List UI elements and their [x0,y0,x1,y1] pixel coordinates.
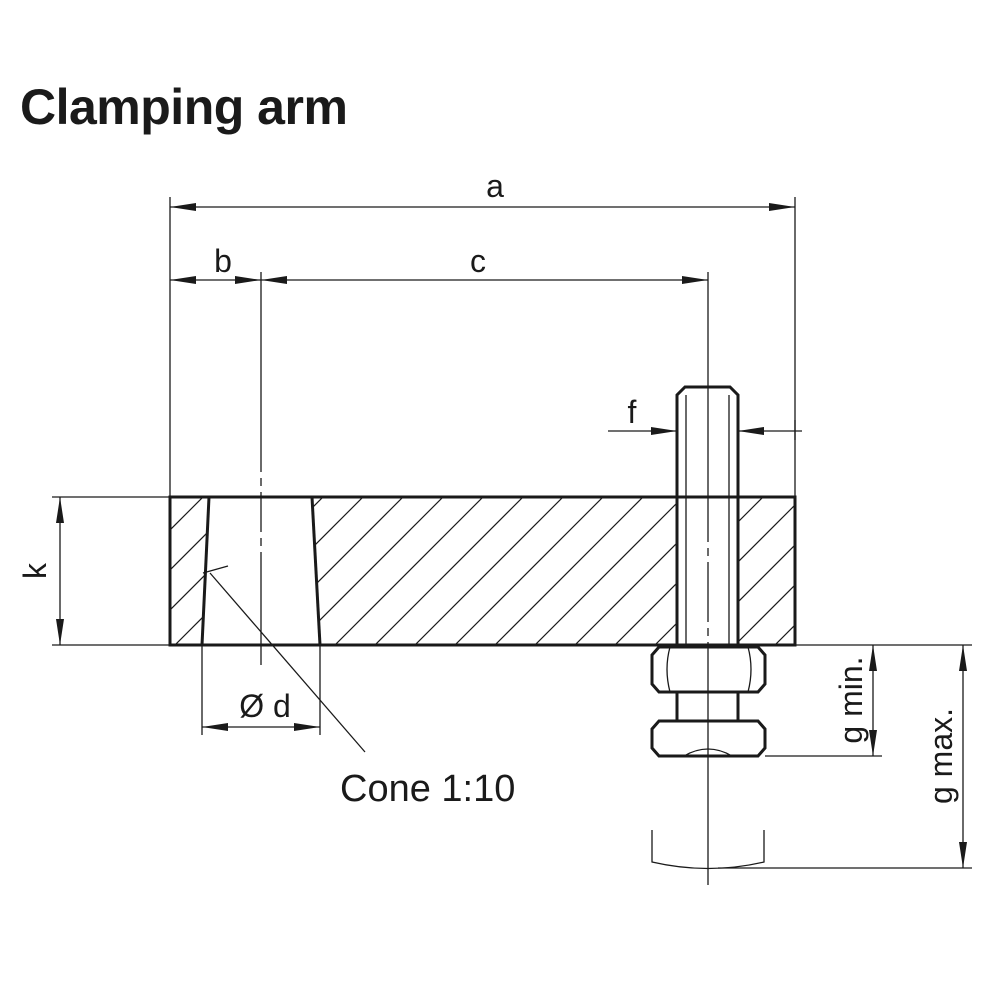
dimension-label-g-min: g min. [833,656,869,743]
center-lines [260,272,709,885]
extension-lines [52,197,972,869]
dimension-label-d: Ø d [239,688,291,724]
section-hatching [170,497,795,645]
cone-label: Cone 1:10 [340,768,515,810]
dimension-label-b: b [214,243,232,279]
dimension-label-a: a [486,168,504,204]
arm-body [168,495,797,647]
dimension-label-f: f [628,394,637,430]
dimension-label-g-max: g max. [923,708,959,804]
dimension-label-k: k [17,562,53,579]
dimension-arrows [56,203,967,868]
lock-nut [650,645,767,694]
diagram-title: Clamping arm [20,79,348,135]
dimension-label-c: c [470,243,486,279]
